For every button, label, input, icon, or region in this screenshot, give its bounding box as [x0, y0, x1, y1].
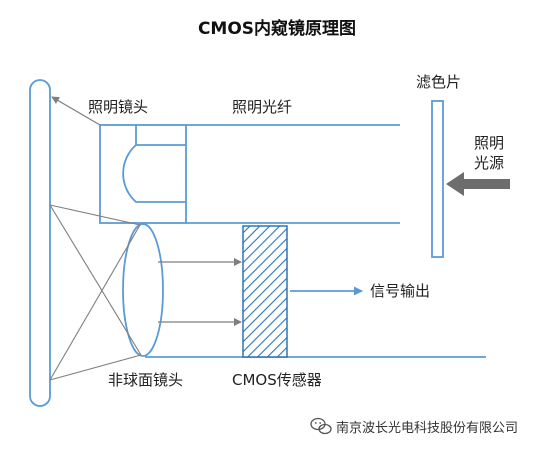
label-light-source-2: 光源	[474, 154, 504, 172]
label-aspheric-lens: 非球面镜头	[108, 371, 183, 389]
watermark: 南京波长光电科技股份有限公司	[310, 417, 518, 436]
lighting-lens-arrow	[51, 96, 101, 126]
diagram-title: CMOS内窥镜原理图	[198, 18, 356, 39]
label-signal-output: 信号输出	[370, 282, 430, 300]
aspheric-lens	[122, 223, 164, 357]
lighting-lens	[99, 124, 187, 224]
label-cmos-sensor: CMOS传感器	[232, 371, 322, 389]
light-source-arrow	[446, 172, 510, 196]
wechat-icon	[310, 417, 332, 435]
color-filter	[431, 100, 444, 258]
label-filter: 滤色片	[416, 73, 461, 91]
watermark-text: 南京波长光电科技股份有限公司	[336, 420, 518, 436]
label-light-source-1: 照明	[474, 134, 504, 152]
lighting-fiber	[186, 124, 400, 224]
label-lighting-lens: 照明镜头	[88, 98, 148, 116]
cmos-sensor	[242, 225, 288, 358]
light-rays	[49, 204, 142, 381]
label-lighting-fiber: 照明光纤	[232, 98, 292, 116]
object-plane	[29, 79, 51, 407]
